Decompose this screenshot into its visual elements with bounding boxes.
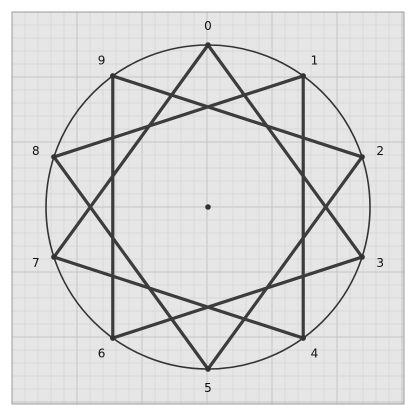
- vertex-point-9: [109, 73, 116, 79]
- chord-5-8: [52, 155, 210, 371]
- vertex-label-5: 5: [204, 381, 212, 395]
- vertex-label-4: 4: [311, 346, 319, 360]
- star-chords: [52, 43, 364, 371]
- vertex-label-7: 7: [32, 256, 40, 270]
- vertex-label-1: 1: [311, 54, 319, 68]
- vertex-labels: 0 1 2 3 4 5 6 7 8 9: [32, 19, 384, 395]
- vertex-point-1: [300, 73, 307, 79]
- vertex-point-6: [109, 335, 116, 341]
- vertex-label-9: 9: [98, 54, 106, 68]
- center-point: [205, 204, 211, 210]
- chord-9-2: [111, 74, 364, 159]
- vertex-label-6: 6: [98, 346, 106, 360]
- vertex-label-0: 0: [204, 19, 212, 33]
- chord-7-0: [52, 43, 210, 259]
- chord-0-3: [206, 43, 364, 259]
- vertex-label-8: 8: [32, 144, 40, 158]
- vertex-label-2: 2: [376, 144, 384, 158]
- vertex-point-0: [205, 42, 211, 48]
- vertex-point-8: [51, 154, 57, 160]
- vertex-point-7: [51, 254, 57, 260]
- chord-4-7: [52, 255, 305, 340]
- chord-3-6: [111, 255, 364, 340]
- canvas-border: [11, 11, 405, 405]
- vertex-point-5: [205, 366, 211, 372]
- chord-2-5: [206, 155, 364, 371]
- vertex-point-3: [359, 254, 365, 260]
- vertex-point-2: [359, 154, 365, 160]
- vertex-points: [51, 42, 365, 372]
- vertex-point-4: [300, 335, 307, 341]
- vertex-label-3: 3: [376, 256, 384, 270]
- grid-lines: [12, 12, 404, 404]
- chord-8-1: [52, 74, 305, 159]
